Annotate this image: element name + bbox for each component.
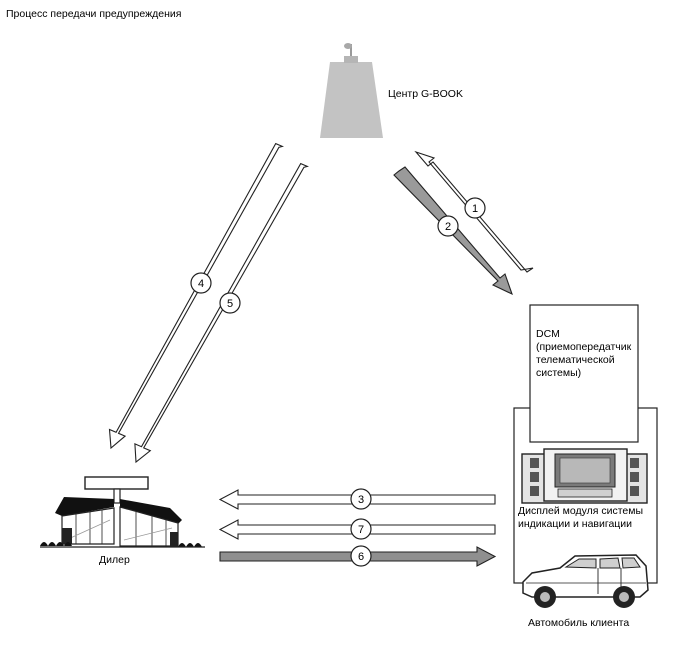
step-1-marker: 1 bbox=[464, 197, 486, 219]
navigation-display-icon bbox=[521, 448, 648, 504]
step-2-marker: 2 bbox=[437, 215, 459, 237]
gbook-center-label: Центр G-BOOK bbox=[388, 88, 463, 100]
step-3-marker: 3 bbox=[350, 488, 372, 510]
step-6-marker: 6 bbox=[350, 545, 372, 567]
step-2-label: 2 bbox=[445, 221, 451, 233]
dealer-building-icon bbox=[40, 476, 205, 548]
vehicle-icon bbox=[522, 554, 649, 608]
arrow-5 bbox=[134, 162, 309, 464]
step-3-label: 3 bbox=[358, 494, 364, 506]
step-5-label: 5 bbox=[227, 298, 233, 310]
gbook-center-icon bbox=[320, 43, 383, 138]
dcm-label-line-1: DCM bbox=[536, 328, 560, 340]
arrow-4 bbox=[108, 142, 284, 450]
dcm-label-line-2: (приемопередатчик bbox=[536, 341, 632, 353]
step-7-label: 7 bbox=[358, 524, 364, 536]
dcm-label-line-4: системы) bbox=[536, 367, 582, 379]
step-6-label: 6 bbox=[358, 551, 364, 563]
display-label-line-2: индикации и навигации bbox=[518, 518, 633, 530]
dcm-box bbox=[529, 304, 639, 443]
dcm-label-line-3: телематической bbox=[536, 354, 615, 366]
display-label-line-1: Дисплей модуля системы bbox=[518, 505, 644, 517]
step-4-label: 4 bbox=[198, 278, 204, 290]
dealer-label: Дилер bbox=[99, 554, 130, 566]
step-1-label: 1 bbox=[472, 203, 478, 215]
page-title: Процесс передачи предупреждения bbox=[6, 8, 182, 20]
step-7-marker: 7 bbox=[350, 518, 372, 540]
vehicle-label: Автомобиль клиента bbox=[528, 617, 630, 629]
step-5-marker: 5 bbox=[219, 292, 241, 314]
step-4-marker: 4 bbox=[190, 272, 212, 294]
